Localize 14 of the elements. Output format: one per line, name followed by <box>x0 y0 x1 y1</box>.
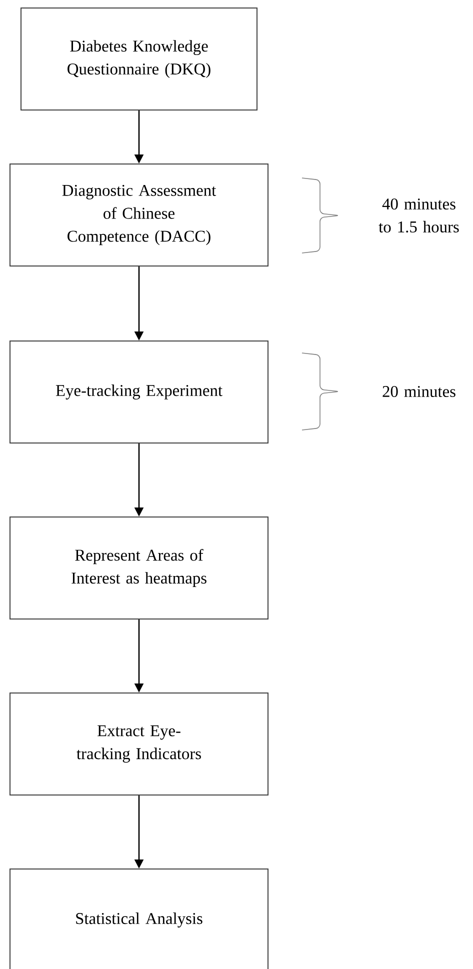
duration-label: 20 minutes <box>382 386 456 398</box>
box-label: Diabetes Knowledge Questionnaire (DKQ) <box>68 40 210 78</box>
process-box <box>10 516 268 620</box>
process-box <box>10 340 268 444</box>
duration-label: 40 minutes to 1.5 hours <box>378 198 459 233</box>
process-box <box>20 8 258 110</box>
box-label: Eye-tracking Experiment <box>56 384 222 400</box>
process-box <box>10 692 268 796</box>
process-box <box>10 164 268 266</box>
box-label: Represent Areas of Interest as heatmaps <box>72 549 206 587</box>
box-label: Statistical Analysis <box>76 912 202 928</box>
box-label: Diagnostic Assessment of Chinese Competence (DACC) <box>62 184 216 246</box>
process-box <box>10 868 268 969</box>
box-label: Extract Eye-tracking Indicators <box>76 725 201 763</box>
